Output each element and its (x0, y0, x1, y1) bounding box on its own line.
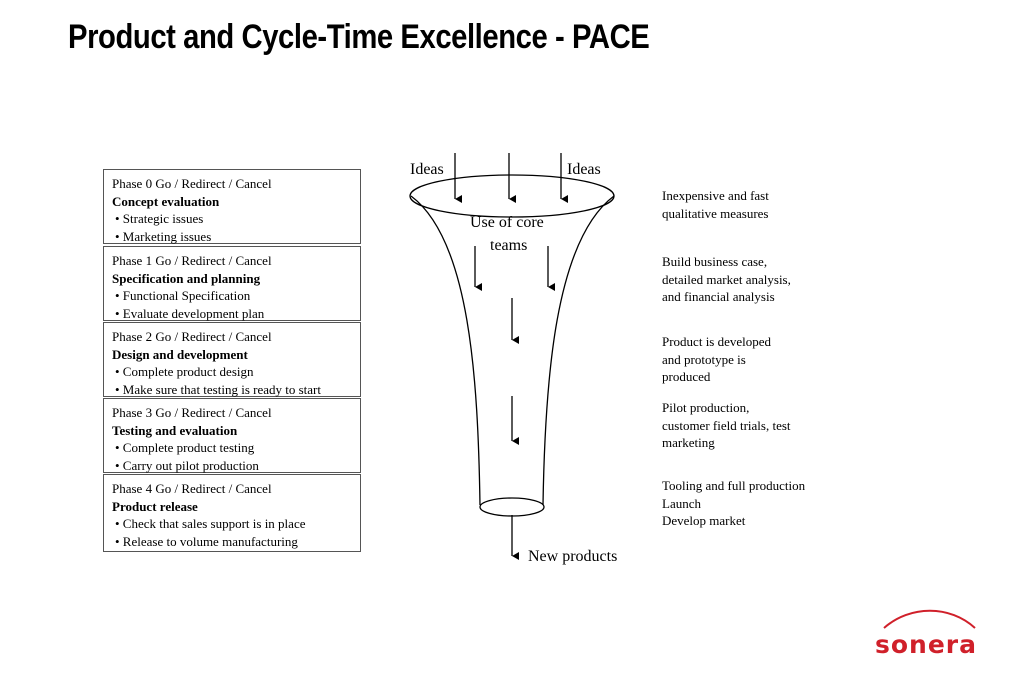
phase-name: Testing and evaluation (112, 422, 238, 438)
ideas-right-label: Ideas (567, 161, 601, 178)
description-line: marketing (662, 435, 715, 451)
phase-2-box: Phase 2 Go / Redirect / Cancel Design an… (103, 322, 361, 397)
phase-2-description: Product is developed and prototype is pr… (662, 333, 771, 386)
phase-3-box: Phase 3 Go / Redirect / Cancel Testing a… (103, 398, 361, 473)
funnel-outline (410, 195, 615, 506)
phase-name: Concept evaluation (112, 193, 220, 209)
phase-bullet: • Check that sales support is in place (115, 516, 306, 532)
funnel-bottom-rim (479, 497, 545, 517)
phase-bullet: • Evaluate development plan (115, 305, 265, 321)
phase-bullet: • Marketing issues (115, 228, 212, 244)
description-line: Inexpensive and fast (662, 188, 769, 203)
description-line: Build business case, (662, 254, 768, 269)
new-products-label: New products (528, 548, 618, 565)
phase-bullet: • Strategic issues (115, 211, 204, 227)
description-line: Product is developed (662, 334, 772, 349)
phase-bullet: • Release to volume manufacturing (115, 533, 298, 549)
phase-3-description: Pilot production, customer field trials,… (662, 399, 791, 452)
description-line: Pilot production, (662, 400, 750, 415)
phase-bullet: • Carry out pilot production (115, 457, 259, 473)
phase-0-description: Inexpensive and fast qualitative measure… (662, 187, 769, 222)
phase-name: Specification and planning (112, 270, 261, 286)
phase-1-box: Phase 1 Go / Redirect / Cancel Specifica… (103, 246, 361, 321)
phase-header: Phase 1 Go / Redirect / Cancel (112, 253, 272, 268)
description-line: and financial analysis (662, 289, 775, 305)
ideas-left-label: Ideas (410, 161, 444, 178)
phase-header: Phase 3 Go / Redirect / Cancel (112, 405, 272, 420)
description-line: Develop market (662, 513, 746, 529)
description-line: qualitative measures (662, 205, 769, 221)
phase-0-box: Phase 0 Go / Redirect / Cancel Concept e… (103, 169, 361, 244)
phase-header: Phase 4 Go / Redirect / Cancel (112, 481, 272, 496)
phase-name: Design and development (112, 346, 248, 362)
phase-bullet: • Functional Specification (115, 288, 251, 304)
core-teams-line1: Use of core (470, 214, 544, 231)
description-line: Launch (662, 495, 701, 511)
page-title: Product and Cycle-Time Excellence - PACE (68, 18, 650, 56)
description-line: Tooling and full production (662, 478, 806, 493)
phase-4-box: Phase 4 Go / Redirect / Cancel Product r… (103, 474, 361, 552)
core-teams-line2: teams (490, 237, 528, 254)
funnel-top-rim (409, 174, 615, 218)
description-line: detailed market analysis, (662, 271, 791, 287)
phase-name: Product release (112, 498, 198, 514)
phase-bullet: • Complete product design (115, 364, 254, 380)
phase-bullet: • Make sure that testing is ready to sta… (115, 381, 322, 397)
phase-bullet: • Complete product testing (115, 440, 255, 456)
phase-header: Phase 2 Go / Redirect / Cancel (112, 329, 272, 344)
description-line: and prototype is (662, 351, 746, 367)
sonera-logo: sonera (875, 630, 978, 659)
description-line: produced (662, 369, 711, 385)
phase-1-description: Build business case, detailed market ana… (662, 253, 791, 306)
description-line: customer field trials, test (662, 417, 791, 433)
phase-4-description: Tooling and full production Launch Devel… (662, 477, 805, 530)
phase-header: Phase 0 Go / Redirect / Cancel (112, 176, 272, 191)
